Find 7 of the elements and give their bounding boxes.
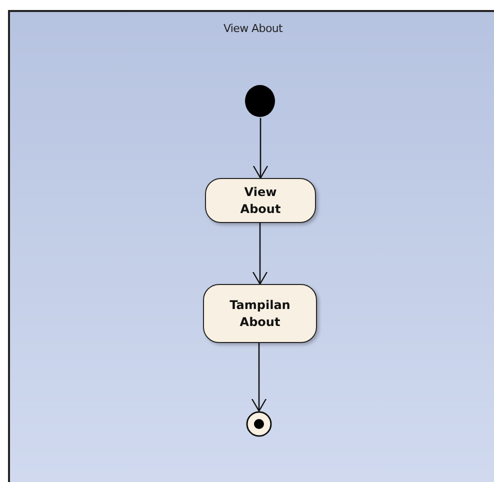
control-flow-arrow — [252, 118, 268, 179]
action-node: View About — [205, 178, 316, 223]
control-flow-arrow — [251, 343, 267, 412]
activity-frame — [8, 10, 494, 482]
control-flow-arrow — [252, 223, 268, 285]
frame-title: View About — [223, 22, 283, 35]
action-node: Tampilan About — [203, 284, 317, 343]
